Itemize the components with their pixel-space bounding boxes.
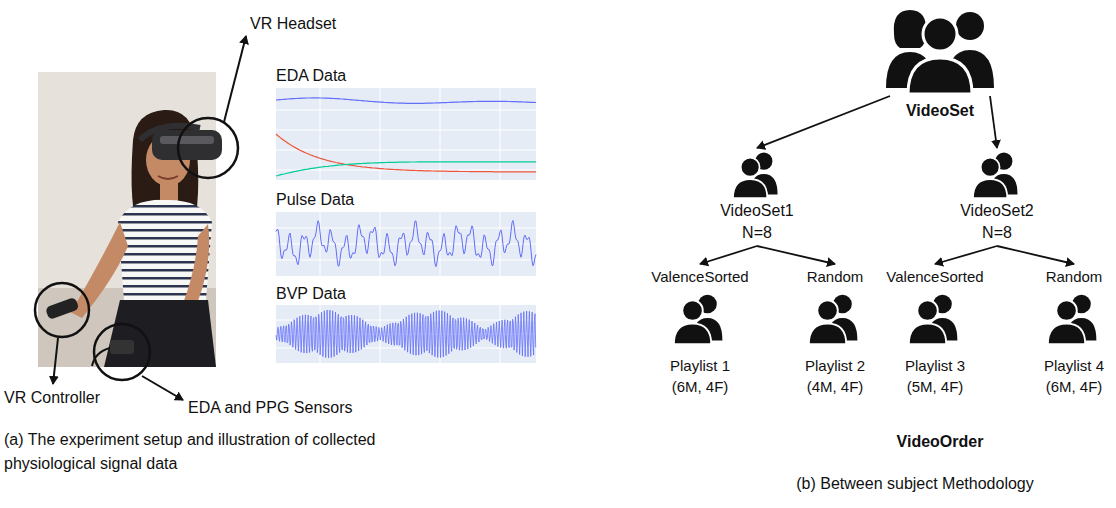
people-icon [907, 291, 963, 345]
split-arrow [935, 246, 997, 264]
group-heading: VideoSet [906, 100, 974, 122]
controller [45, 297, 80, 320]
axis-title: VideoOrder [897, 432, 984, 452]
highlight-circle [94, 324, 150, 380]
people-icon [672, 291, 728, 345]
callout-label: EDA and PPG Sensors [188, 398, 353, 418]
playlist-group: ValenceSortedPlaylist 3(5M, 4F) [882, 266, 987, 397]
sample-size: N=8 [982, 222, 1012, 244]
signal-line [276, 221, 536, 267]
participant-group: VideoSet1N=8 [716, 150, 798, 244]
playlist-group: ValenceSortedPlaylist 1(6M, 4F) [647, 266, 752, 397]
split-arrow [700, 246, 757, 264]
people-icon [1046, 291, 1102, 345]
signal-line [276, 310, 536, 358]
people-icon [731, 150, 783, 198]
sample-size: N=8 [742, 222, 772, 244]
participant-group: VideoSet [876, 4, 1004, 94]
signal-line [276, 134, 536, 172]
leader-line [224, 36, 246, 122]
gender-count: (5M, 4F) [907, 376, 964, 397]
split-arrow [997, 246, 1074, 264]
callout-label: VR Headset [250, 14, 336, 34]
chart-grid [276, 212, 536, 276]
split-arrow [990, 96, 997, 148]
signal-line [276, 162, 536, 176]
set-name: VideoSet2 [960, 200, 1034, 222]
neck [160, 182, 178, 202]
headset-detail [160, 136, 214, 144]
leader-line [53, 338, 58, 384]
gender-count: (4M, 4F) [807, 376, 864, 397]
order-condition: Random [1046, 266, 1103, 287]
chart-bg [276, 305, 536, 363]
pants [104, 300, 216, 367]
gender-count: (6M, 4F) [1046, 376, 1103, 397]
order-condition: Random [807, 266, 864, 287]
order-condition: ValenceSorted [651, 266, 748, 287]
subfigure-caption: (b) Between subject Methodology [796, 474, 1033, 494]
chart-title: BVP Data [276, 284, 346, 304]
eda-chart [276, 88, 536, 180]
playlist-name: Playlist 2 [805, 355, 865, 376]
gender-count: (6M, 4F) [672, 376, 729, 397]
playlist-name: Playlist 1 [670, 355, 730, 376]
highlight-circle [35, 283, 89, 337]
pulse-chart [276, 212, 536, 276]
split-arrow [757, 96, 890, 148]
signal-line [276, 98, 536, 104]
chart-bg [276, 212, 536, 276]
playlist-group: RandomPlaylist 4(6M, 4F) [1040, 266, 1108, 397]
chart-bg [276, 88, 536, 180]
highlight-circle [178, 118, 238, 178]
split-arrow [757, 246, 835, 264]
smile [158, 176, 178, 179]
leader-line [142, 376, 183, 400]
participant-group: VideoSet2N=8 [956, 150, 1038, 244]
sensor [110, 340, 134, 354]
subfigure-caption: (a) The experiment setup and illustratio… [4, 428, 444, 476]
set-name: VideoSet1 [720, 200, 794, 222]
chart-grid [276, 305, 536, 363]
people-icon [880, 4, 1000, 94]
chart-grid [276, 88, 536, 180]
people-icon [807, 291, 863, 345]
photo-wall [38, 72, 216, 367]
callout-label: VR Controller [4, 388, 100, 408]
headset [152, 130, 222, 160]
people-icon [971, 150, 1023, 198]
bvp-chart [276, 305, 536, 363]
chart-title: EDA Data [276, 66, 346, 86]
playlist-group: RandomPlaylist 2(4M, 4F) [801, 266, 869, 397]
playlist-name: Playlist 3 [905, 355, 965, 376]
chart-title: Pulse Data [276, 190, 354, 210]
playlist-name: Playlist 4 [1044, 355, 1104, 376]
photo [35, 72, 238, 380]
order-condition: ValenceSorted [886, 266, 983, 287]
